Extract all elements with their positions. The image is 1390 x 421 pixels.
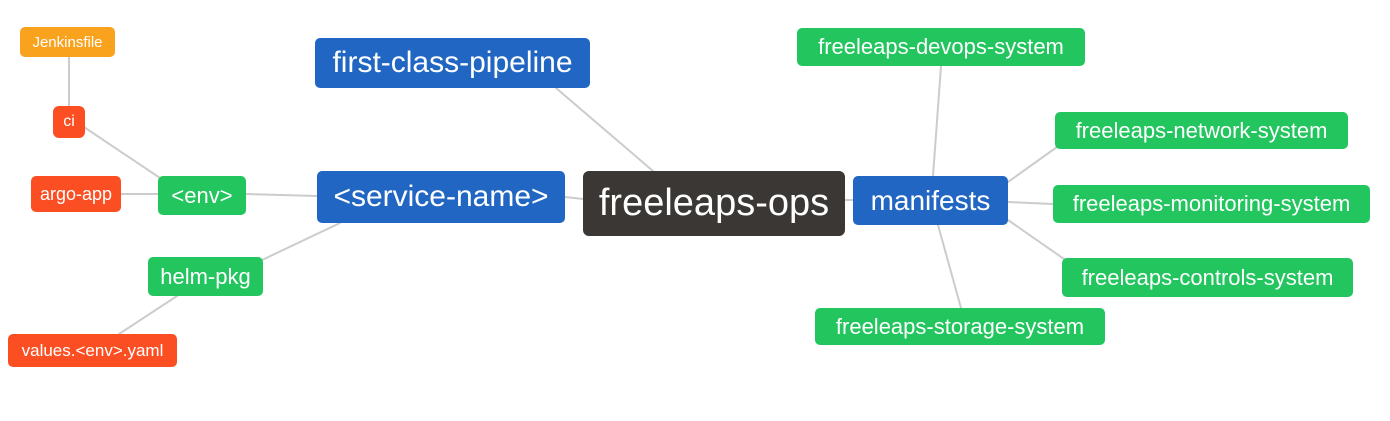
node-first-class-pipeline[interactable]: first-class-pipeline [315, 38, 590, 88]
node-freeleaps-storage-system[interactable]: freeleaps-storage-system [815, 308, 1105, 345]
edge-ci-env [83, 126, 161, 179]
edge-service-name-freeleaps-ops [564, 196, 584, 200]
node-values-env-yaml[interactable]: values.<env>.yaml [8, 334, 177, 367]
node-freeleaps-devops-system[interactable]: freeleaps-devops-system [797, 28, 1085, 66]
node-freeleaps-network-system[interactable]: freeleaps-network-system [1055, 112, 1348, 149]
node-helm-pkg[interactable]: helm-pkg [148, 257, 263, 296]
node-ci[interactable]: ci [53, 106, 85, 138]
node-manifests[interactable]: manifests [853, 176, 1008, 225]
edge-group [68, 56, 1065, 335]
edge-manifests-storage-system [937, 224, 962, 309]
node-argo-app[interactable]: argo-app [31, 176, 121, 212]
node-freeleaps-monitoring-system[interactable]: freeleaps-monitoring-system [1053, 185, 1370, 223]
node-freeleaps-ops[interactable]: freeleaps-ops [583, 171, 845, 236]
node-env[interactable]: <env> [158, 176, 246, 215]
edge-manifests-network-system [1007, 146, 1058, 183]
edge-service-name-helm-pkg [261, 222, 341, 261]
node-jenkinsfile[interactable]: Jenkinsfile [20, 27, 115, 57]
edge-first-class-pipeline-freeleaps-ops [555, 87, 654, 172]
edge-helm-pkg-values-env-yaml [118, 295, 178, 335]
edge-manifests-monitoring-system [1007, 201, 1054, 205]
node-service-name[interactable]: <service-name> [317, 171, 565, 223]
edge-manifests-controls-system [1007, 219, 1065, 260]
edge-manifests-devops-system [932, 65, 942, 177]
node-freeleaps-controls-system[interactable]: freeleaps-controls-system [1062, 258, 1353, 297]
edge-env-service-name [245, 193, 318, 197]
